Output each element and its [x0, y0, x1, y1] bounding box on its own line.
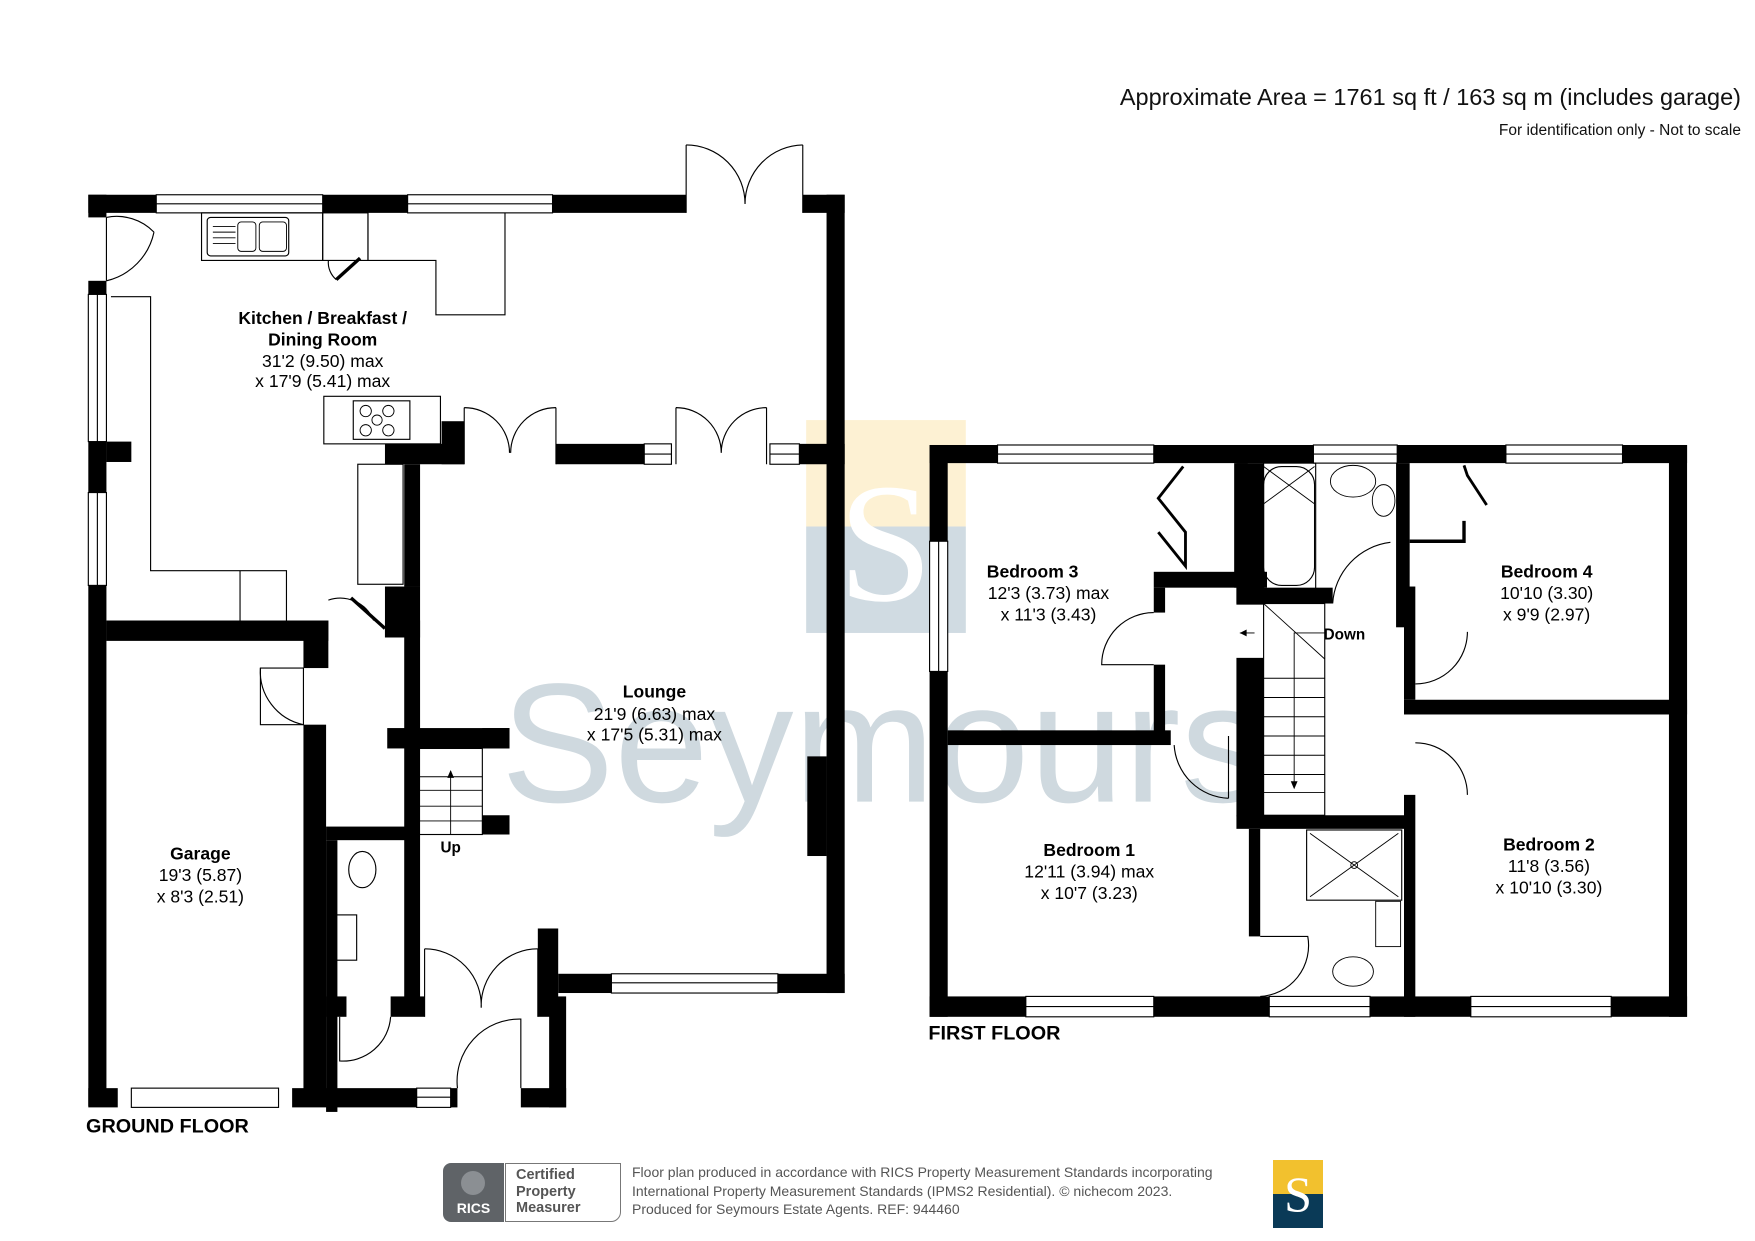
footer-line-2: International Property Measurement Stand…: [632, 1182, 1173, 1199]
svg-text:Garage: Garage: [170, 843, 231, 863]
svg-text:31'2 (9.50) max: 31'2 (9.50) max: [262, 351, 384, 371]
certified-line-3: Measurer: [516, 1200, 581, 1216]
svg-text:21'9 (6.63) max: 21'9 (6.63) max: [594, 704, 716, 724]
room-garage-label: Garage 19'3 (5.87) x 8'3 (2.51): [157, 843, 244, 906]
footer-line-1: Floor plan produced in accordance with R…: [632, 1164, 1213, 1180]
certified-line-2: Property: [516, 1183, 576, 1200]
svg-text:Bedroom 2: Bedroom 2: [1503, 834, 1595, 854]
svg-text:12'11 (3.94) max: 12'11 (3.94) max: [1024, 862, 1154, 882]
svg-text:Lounge: Lounge: [623, 681, 687, 701]
room-kitchen-label: Kitchen / Breakfast / Dining Room 31'2 (…: [238, 308, 407, 391]
svg-text:Dining Room: Dining Room: [268, 329, 377, 349]
room-bedroom-3-label: Bedroom 3 12'3 (3.73) max x 11'3 (3.43): [987, 561, 1110, 624]
first-floor-label: FIRST FLOOR: [928, 1022, 1060, 1044]
certified-property-measurer-badge: Certified Property Measurer: [505, 1163, 621, 1222]
seymours-logo: S: [1273, 1160, 1323, 1228]
ground-floor-plan: Up: [87, 144, 845, 1112]
logo-letter: S: [1284, 1166, 1312, 1222]
svg-text:x 10'7 (3.23): x 10'7 (3.23): [1041, 883, 1138, 903]
stairs-up-label: Up: [440, 840, 460, 857]
svg-text:19'3 (5.87): 19'3 (5.87): [159, 865, 242, 885]
svg-text:S: S: [838, 449, 932, 637]
svg-text:11'8 (3.56): 11'8 (3.56): [1508, 856, 1590, 876]
room-bedroom-1-label: Bedroom 1 12'11 (3.94) max x 10'7 (3.23): [1024, 840, 1154, 903]
room-bedroom-4-label: Bedroom 4 10'10 (3.30) x 9'9 (2.97): [1500, 561, 1593, 624]
stairs-down-label: Down: [1324, 627, 1366, 644]
svg-text:Bedroom 1: Bedroom 1: [1043, 840, 1135, 860]
rics-badge: RICS: [443, 1163, 504, 1222]
svg-text:Kitchen / Breakfast /: Kitchen / Breakfast /: [238, 308, 407, 328]
footer-line-3: Produced for Seymours Estate Agents. REF…: [632, 1201, 960, 1217]
svg-text:x 11'3 (3.43): x 11'3 (3.43): [1001, 604, 1097, 624]
rics-label: RICS: [456, 1200, 491, 1216]
svg-text:Bedroom 3: Bedroom 3: [987, 561, 1079, 581]
room-bedroom-2-label: Bedroom 2 11'8 (3.56) x 10'10 (3.30): [1496, 834, 1603, 897]
certified-line-1: Certified: [516, 1167, 575, 1183]
approximate-area-title: Approximate Area = 1761 sq ft / 163 sq m…: [1119, 84, 1741, 110]
rics-lion-icon: [461, 1171, 485, 1195]
disclaimer-text: For identification only - Not to scale: [1498, 122, 1741, 139]
first-floor-plan: Down: [929, 444, 1688, 1018]
svg-text:x 9'9 (2.97): x 9'9 (2.97): [1503, 604, 1590, 624]
svg-text:10'10 (3.30): 10'10 (3.30): [1500, 583, 1593, 603]
svg-text:x 17'9 (5.41) max: x 17'9 (5.41) max: [255, 371, 390, 391]
svg-text:x 8'3 (2.51): x 8'3 (2.51): [157, 886, 244, 906]
svg-text:x 10'10 (3.30): x 10'10 (3.30): [1496, 877, 1603, 897]
svg-text:12'3 (3.73) max: 12'3 (3.73) max: [988, 583, 1110, 603]
ground-floor-label: GROUND FLOOR: [86, 1115, 249, 1137]
svg-text:x 17'5 (5.31) max: x 17'5 (5.31) max: [587, 725, 722, 745]
footer-disclaimer: Floor plan produced in accordance with R…: [632, 1163, 1213, 1219]
room-lounge-label: Lounge 21'9 (6.63) max x 17'5 (5.31) max: [587, 681, 722, 744]
svg-text:Bedroom 4: Bedroom 4: [1501, 561, 1593, 581]
